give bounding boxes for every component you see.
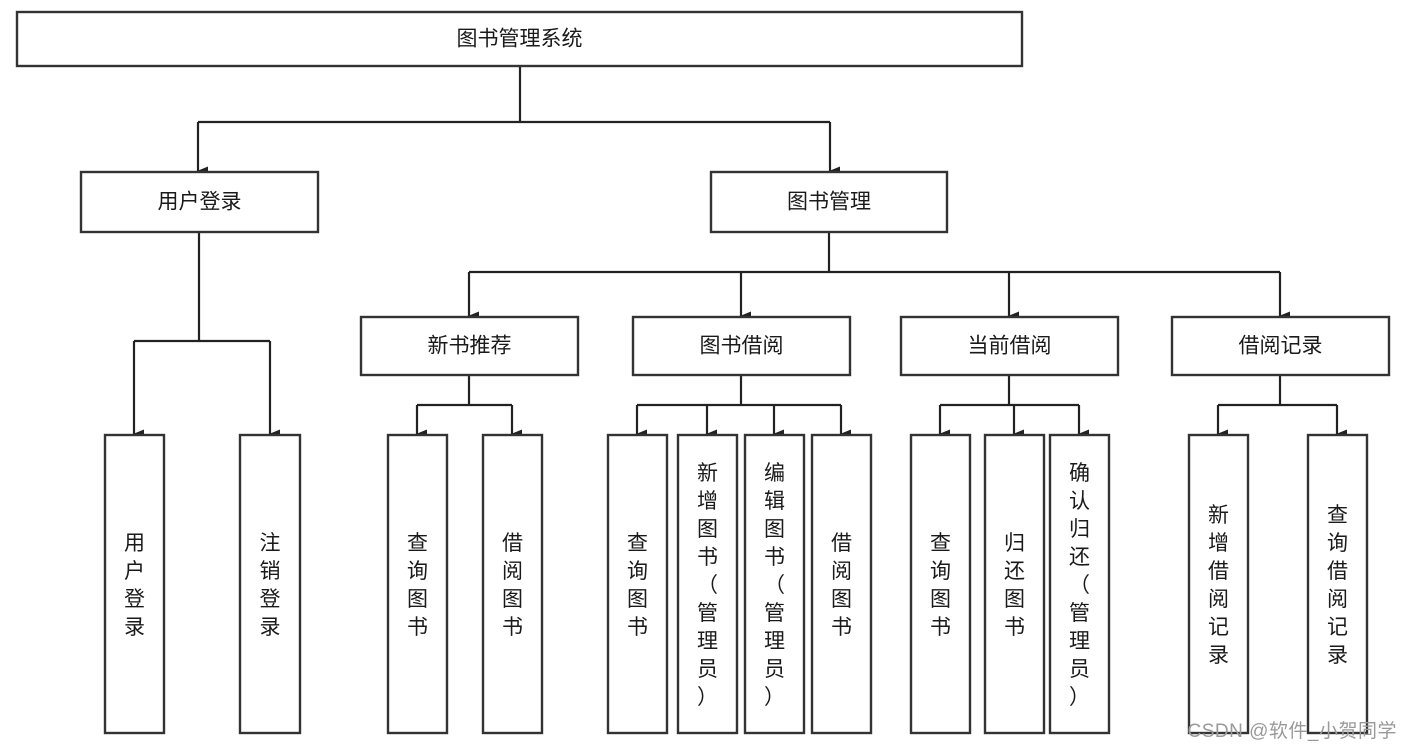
- node-leaf-edit-book[interactable]: 编辑图书（管理员）: [743, 433, 806, 735]
- connector-new-book-recommend-to-leaves: [415, 375, 522, 439]
- node-leaf-add-book[interactable]: 新增图书（管理员）: [676, 433, 739, 735]
- node-box-book-management[interactable]: [709, 170, 949, 234]
- node-box-leaf-return-book[interactable]: [983, 433, 1046, 735]
- node-book-borrow[interactable]: 图书借阅: [631, 315, 852, 377]
- node-leaf-query-book-borrow[interactable]: 查询图书: [606, 433, 669, 735]
- node-label-leaf-return-book: 归还图书: [1004, 532, 1025, 639]
- node-box-leaf-logout[interactable]: [238, 433, 302, 735]
- node-label-leaf-query-book-recommend: 查询图书: [407, 532, 428, 639]
- node-leaf-borrow-book[interactable]: 借阅图书: [810, 433, 873, 735]
- node-label-leaf-query-book-borrow: 查询图书: [627, 532, 648, 639]
- node-label-leaf-add-book: 新增图书（管理员）: [697, 462, 718, 709]
- node-label-borrow-record: 借阅记录: [1239, 335, 1323, 358]
- node-box-leaf-add-book[interactable]: [676, 433, 739, 735]
- node-label-book-management: 图书管理: [787, 191, 871, 214]
- connector-current-borrow-to-leaves: [938, 375, 1089, 439]
- node-leaf-confirm-return[interactable]: 确认归还（管理员）: [1048, 433, 1111, 735]
- node-label-leaf-edit-book: 编辑图书（管理员）: [764, 462, 785, 709]
- node-box-borrow-record[interactable]: [1170, 315, 1391, 377]
- node-leaf-query-borrow-record[interactable]: 查询借阅记录: [1306, 433, 1369, 735]
- connector-book-management-to-level3: [467, 232, 1290, 321]
- node-label-leaf-logout: 注销登录: [260, 532, 281, 639]
- node-label-leaf-query-book-current: 查询图书: [930, 532, 951, 639]
- node-current-borrow[interactable]: 当前借阅: [899, 315, 1120, 377]
- node-box-leaf-borrow-book-recommend[interactable]: [481, 433, 544, 735]
- node-borrow-record[interactable]: 借阅记录: [1170, 315, 1391, 377]
- node-label-leaf-add-borrow-record: 新增借阅记录: [1208, 504, 1229, 667]
- node-label-leaf-borrow-book-recommend: 借阅图书: [502, 532, 523, 639]
- csdn-watermark: CSDN @软件_小贺同学: [1187, 721, 1397, 742]
- node-label-leaf-confirm-return: 确认归还（管理员）: [1069, 462, 1090, 709]
- node-label-leaf-borrow-book: 借阅图书: [831, 532, 852, 639]
- node-box-leaf-query-borrow-record[interactable]: [1306, 433, 1369, 735]
- node-new-book-recommend[interactable]: 新书推荐: [359, 315, 580, 377]
- node-box-root[interactable]: [15, 10, 1024, 68]
- connector-user-login-to-leaves: [132, 232, 280, 439]
- connector-book-borrow-to-leaves: [635, 375, 851, 439]
- node-box-leaf-borrow-book[interactable]: [810, 433, 873, 735]
- node-label-user-login: 用户登录: [158, 191, 242, 214]
- node-box-leaf-query-book-current[interactable]: [909, 433, 972, 735]
- node-box-leaf-query-book-recommend[interactable]: [386, 433, 449, 735]
- node-leaf-query-book-recommend[interactable]: 查询图书: [386, 433, 449, 735]
- node-box-leaf-edit-book[interactable]: [743, 433, 806, 735]
- node-label-leaf-query-borrow-record: 查询借阅记录: [1327, 504, 1348, 667]
- node-box-new-book-recommend[interactable]: [359, 315, 580, 377]
- node-box-leaf-query-book-borrow[interactable]: [606, 433, 669, 735]
- node-box-leaf-confirm-return[interactable]: [1048, 433, 1111, 735]
- connectors-layer: [132, 66, 1347, 439]
- node-box-user-login[interactable]: [79, 170, 320, 234]
- connector-root-to-level2: [196, 66, 840, 176]
- node-book-management[interactable]: 图书管理: [709, 170, 949, 234]
- node-leaf-return-book[interactable]: 归还图书: [983, 433, 1046, 735]
- node-leaf-logout[interactable]: 注销登录: [238, 433, 302, 735]
- node-label-root: 图书管理系统: [457, 28, 583, 51]
- node-root[interactable]: 图书管理系统: [15, 10, 1024, 68]
- node-label-book-borrow: 图书借阅: [700, 335, 784, 358]
- node-label-leaf-user-login: 用户登录: [124, 532, 145, 639]
- node-box-leaf-user-login[interactable]: [103, 433, 166, 735]
- node-leaf-add-borrow-record[interactable]: 新增借阅记录: [1187, 433, 1250, 735]
- node-user-login[interactable]: 用户登录: [79, 170, 320, 234]
- node-leaf-query-book-current[interactable]: 查询图书: [909, 433, 972, 735]
- node-box-leaf-add-borrow-record[interactable]: [1187, 433, 1250, 735]
- node-leaf-user-login[interactable]: 用户登录: [103, 433, 166, 735]
- node-box-current-borrow[interactable]: [899, 315, 1120, 377]
- node-label-current-borrow: 当前借阅: [968, 335, 1052, 358]
- node-leaf-borrow-book-recommend[interactable]: 借阅图书: [481, 433, 544, 735]
- connector-borrow-record-to-leaves: [1216, 375, 1347, 439]
- node-label-new-book-recommend: 新书推荐: [428, 335, 512, 358]
- node-box-book-borrow[interactable]: [631, 315, 852, 377]
- nodes-layer: 图书管理系统用户登录图书管理新书推荐图书借阅当前借阅借阅记录用户登录注销登录查询…: [15, 10, 1391, 735]
